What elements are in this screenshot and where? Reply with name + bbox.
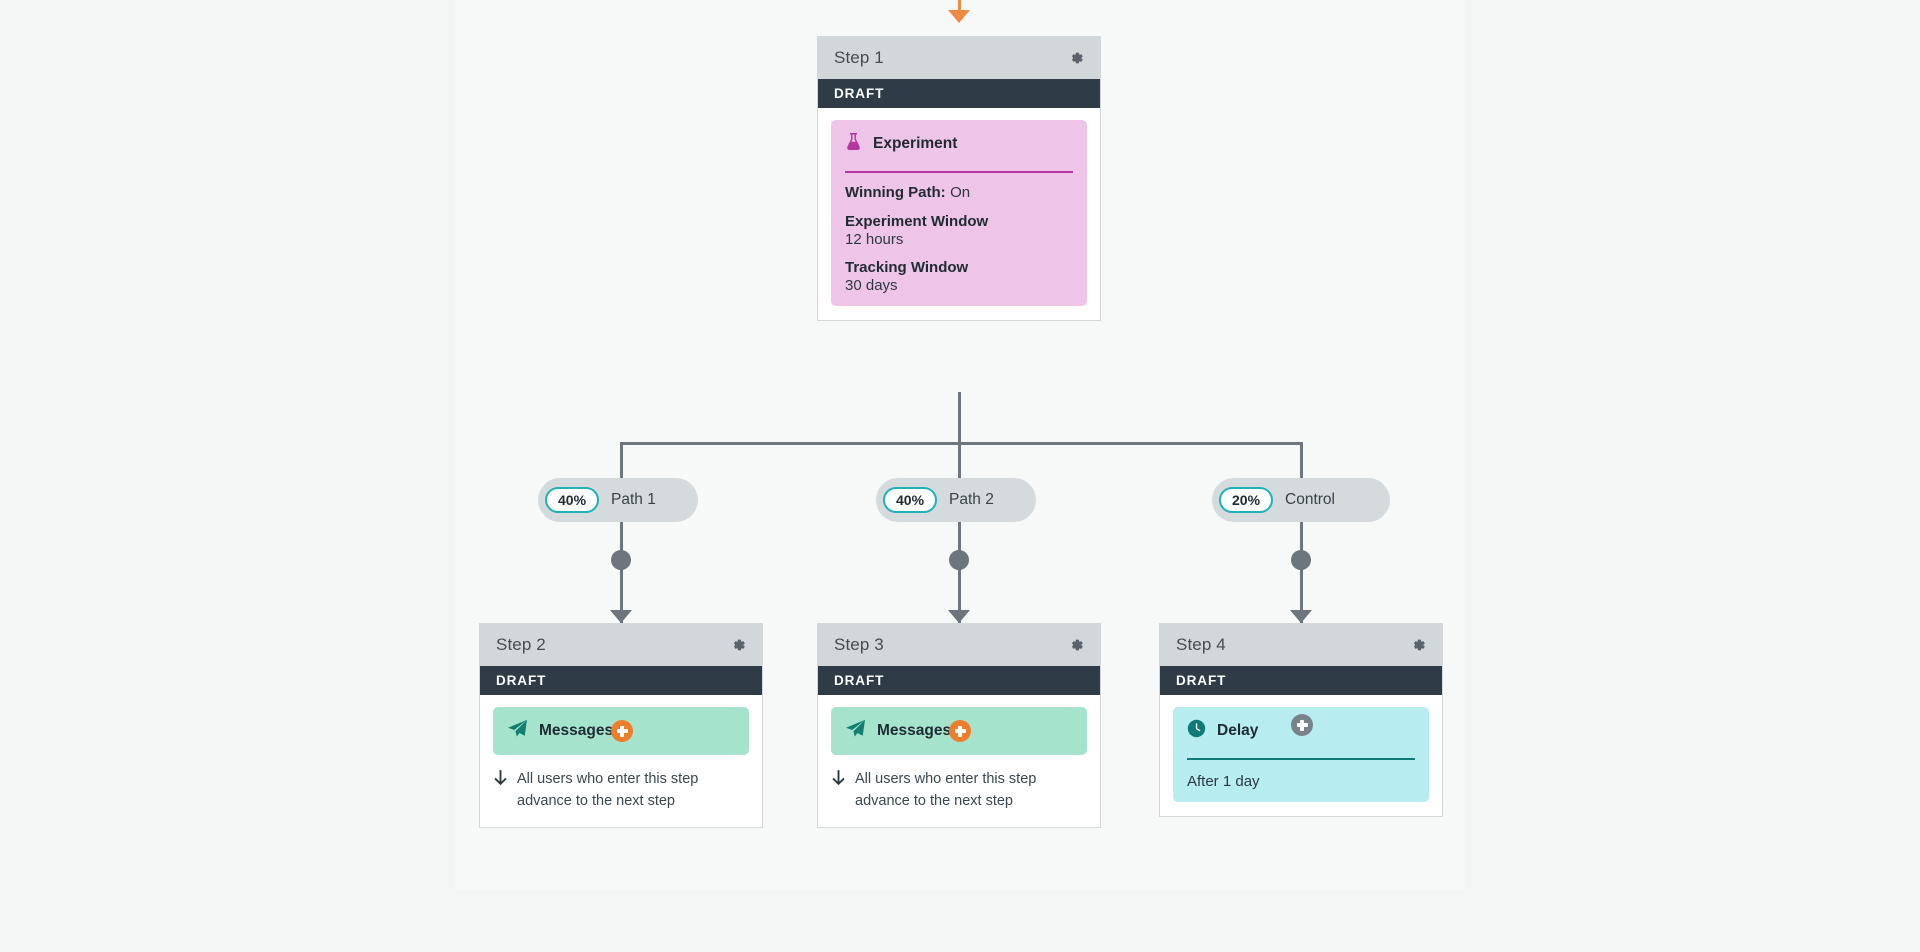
- status-badge-label: DRAFT: [496, 673, 547, 688]
- step-card-step-4[interactable]: Step 4 DRAFT Del: [1159, 623, 1443, 817]
- step-body: Experiment Winning Path: On Experiment W…: [818, 108, 1100, 320]
- step-body: Messages All users who enter this step a…: [480, 695, 762, 827]
- action-tile-header: Messages: [507, 719, 735, 743]
- status-badge: DRAFT: [818, 79, 1100, 108]
- arrow-down-icon: [493, 770, 508, 813]
- action-tile-header: Experiment: [845, 132, 1073, 156]
- action-tile-name: Experiment: [873, 135, 958, 152]
- status-badge: DRAFT: [818, 666, 1100, 695]
- advance-note-text: All users who enter this step advance to…: [517, 771, 699, 810]
- add-step-button[interactable]: [611, 720, 633, 742]
- connector-node-dot-1[interactable]: [611, 550, 631, 570]
- step-title: Step 2: [496, 635, 546, 654]
- gear-icon[interactable]: [728, 635, 748, 655]
- branch-name-label: Control: [1285, 491, 1335, 508]
- connector-node-dot-3[interactable]: [1291, 550, 1311, 570]
- gear-icon[interactable]: [1408, 635, 1428, 655]
- action-tile-name: Messages: [877, 722, 952, 739]
- branch-pill-path-2[interactable]: 40% Path 2: [876, 478, 1036, 522]
- branch-drop-line-3: [1300, 442, 1303, 478]
- step-title: Step 3: [834, 635, 884, 654]
- tile-row-value: 30 days: [845, 276, 898, 294]
- tile-row-tracking-window: Tracking Window 30 days: [845, 259, 1073, 294]
- step-connector-line-1: [620, 522, 623, 624]
- delay-value: After 1 day: [1187, 772, 1260, 790]
- branch-name-label: Path 2: [949, 491, 994, 508]
- gear-icon[interactable]: [1066, 635, 1086, 655]
- tile-row-value: 12 hours: [845, 230, 904, 248]
- step-title: Step 1: [834, 48, 884, 67]
- advance-note: All users who enter this step advance to…: [831, 768, 1087, 813]
- step-header: Step 3: [818, 624, 1100, 666]
- clock-icon: [1187, 719, 1206, 743]
- step-connector-line-2: [958, 522, 961, 624]
- branch-percent-chip: 40%: [545, 487, 600, 513]
- branch-name-label: Path 1: [611, 491, 656, 508]
- branch-drop-line-1: [620, 442, 623, 478]
- branch-bus-line: [620, 442, 1303, 445]
- tile-row-experiment-window: Experiment Window 12 hours: [845, 213, 1073, 248]
- add-step-button[interactable]: [949, 720, 971, 742]
- step-body: Delay After 1 day: [1160, 695, 1442, 816]
- status-badge-label: DRAFT: [1176, 673, 1227, 688]
- paper-plane-icon: [845, 719, 866, 743]
- tile-divider: [1187, 758, 1415, 760]
- branch-pill-control[interactable]: 20% Control: [1212, 478, 1390, 522]
- add-step-button[interactable]: [1291, 714, 1313, 736]
- entry-connector-line: [958, 0, 961, 12]
- action-tile-header: Messages: [845, 719, 1073, 743]
- step-arrow-icon-2: [948, 610, 970, 623]
- status-badge-label: DRAFT: [834, 673, 885, 688]
- status-badge: DRAFT: [480, 666, 762, 695]
- advance-note: All users who enter this step advance to…: [493, 768, 749, 813]
- status-badge: DRAFT: [1160, 666, 1442, 695]
- branch-drop-line-2: [958, 442, 961, 478]
- gear-icon[interactable]: [1066, 48, 1086, 68]
- connector-node-dot-2[interactable]: [949, 550, 969, 570]
- step-arrow-icon-1: [610, 610, 632, 623]
- step-title: Step 4: [1176, 635, 1226, 654]
- flask-icon: [845, 132, 862, 156]
- paper-plane-icon: [507, 719, 528, 743]
- step-body: Messages All users who enter this step a…: [818, 695, 1100, 827]
- step-card-step-2[interactable]: Step 2 DRAFT Messages: [479, 623, 763, 828]
- action-tile-experiment[interactable]: Experiment Winning Path: On Experiment W…: [831, 120, 1087, 306]
- step-arrow-icon-3: [1290, 610, 1312, 623]
- step-connector-line-3: [1300, 522, 1303, 624]
- tile-row-label: Winning Path:: [845, 183, 946, 201]
- step-card-step-3[interactable]: Step 3 DRAFT Messages: [817, 623, 1101, 828]
- advance-note-text: All users who enter this step advance to…: [855, 771, 1037, 810]
- branch-trunk-line: [958, 392, 961, 444]
- step-header: Step 4: [1160, 624, 1442, 666]
- branch-percent-chip: 40%: [883, 487, 938, 513]
- tile-row-value: On: [950, 183, 971, 201]
- action-tile-delay[interactable]: Delay After 1 day: [1173, 707, 1429, 802]
- action-tile-name: Messages: [539, 722, 614, 739]
- step-card-step-1[interactable]: Step 1 DRAFT Experiment: [817, 36, 1101, 321]
- tile-row-label: Experiment Window: [845, 212, 989, 230]
- action-tile-header: Delay: [1187, 719, 1415, 743]
- action-tile-name: Delay: [1217, 722, 1259, 739]
- tile-row-winning-path: Winning Path: On: [845, 184, 1073, 202]
- step-header: Step 1: [818, 37, 1100, 79]
- status-badge-label: DRAFT: [834, 86, 885, 101]
- tile-divider: [845, 171, 1073, 173]
- step-header: Step 2: [480, 624, 762, 666]
- branch-percent-chip: 20%: [1219, 487, 1274, 513]
- branch-pill-path-1[interactable]: 40% Path 1: [538, 478, 698, 522]
- arrow-down-icon: [831, 770, 846, 813]
- entry-arrow-icon: [948, 10, 970, 23]
- tile-row-label: Tracking Window: [845, 258, 969, 276]
